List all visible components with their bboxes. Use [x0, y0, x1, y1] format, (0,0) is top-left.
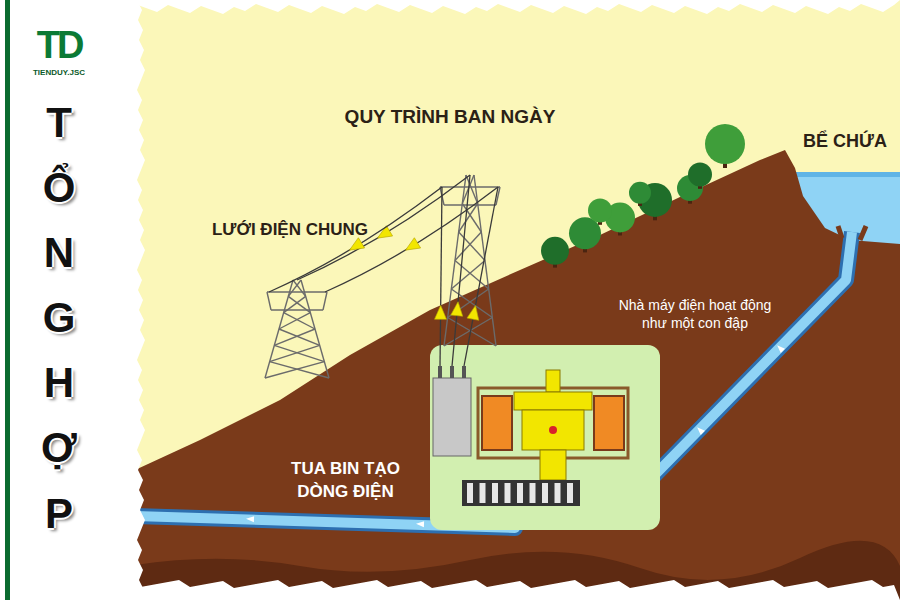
blade	[480, 483, 486, 503]
pylon-bar	[274, 345, 324, 361]
logo-mark: TD	[24, 26, 94, 64]
transformer	[433, 378, 471, 456]
power-wire	[325, 187, 498, 292]
shaft-top	[546, 370, 560, 392]
plant-note: Nhà máy điện hoạt động như một con đập	[612, 296, 778, 332]
logo-text: TIENDUY.JSC	[22, 68, 96, 77]
power-arrow	[346, 238, 364, 256]
pylon-bar	[459, 204, 478, 233]
bushing	[438, 366, 442, 378]
blade	[542, 483, 548, 503]
hill	[135, 150, 900, 600]
pylon-bar	[323, 292, 327, 310]
stator-frame	[478, 388, 628, 458]
pylon-bar	[267, 292, 271, 310]
torn-edge	[120, 0, 145, 600]
flow-arrow	[695, 425, 705, 435]
pylon	[265, 280, 329, 378]
feeder-wire	[452, 175, 470, 366]
turbine-blades	[467, 483, 573, 503]
grid-label: LƯỚI ĐIỆN CHUNG	[210, 220, 370, 240]
power-plant	[430, 345, 660, 530]
pylon-bar	[271, 309, 323, 310]
stator-right	[594, 396, 624, 450]
blade	[505, 483, 511, 503]
pylon-bar	[274, 329, 315, 345]
power-wire	[269, 187, 442, 292]
pylon-bar	[270, 362, 329, 378]
pylon-bar	[440, 186, 500, 187]
reservoir-label: BỂ CHỨA	[795, 131, 895, 152]
blade	[517, 483, 523, 503]
trees	[541, 124, 745, 268]
flow-arrow	[246, 516, 254, 522]
tree-crown	[541, 237, 569, 265]
pylon-bar	[265, 362, 324, 378]
pylon-bar	[455, 232, 481, 261]
pylon-bar	[444, 204, 496, 205]
pylon	[440, 175, 500, 346]
sky	[135, 0, 900, 600]
side-strip	[0, 0, 135, 600]
power-arrow	[435, 305, 447, 319]
side-title: TỔNG HỢP	[38, 90, 80, 546]
feeder-wire	[464, 187, 498, 366]
pylon-bar	[279, 313, 310, 329]
tree-crown	[629, 182, 651, 204]
torn-edge	[135, 580, 900, 600]
blade	[567, 483, 573, 503]
intake	[838, 226, 866, 240]
pylon-bar	[270, 345, 320, 361]
power-arrow	[467, 304, 481, 320]
plant-house	[430, 345, 660, 530]
tree-crown	[705, 124, 745, 164]
tree-crown	[569, 217, 601, 249]
flow-arrow	[775, 343, 785, 353]
power-arrow	[451, 301, 464, 316]
title: QUY TRÌNH BAN NGÀY	[330, 106, 570, 128]
power-arrow	[402, 238, 420, 256]
side-bar	[5, 0, 10, 600]
axis-dot	[549, 426, 557, 434]
feeder-wire	[440, 187, 442, 366]
stator-left	[482, 396, 512, 450]
rotor-arm	[514, 392, 592, 410]
pylon-bar	[279, 329, 320, 345]
pylon-bar	[267, 291, 327, 292]
tree-crown	[588, 198, 612, 222]
turbine-label: TUA BIN TẠO DÒNG ĐIỆN	[268, 458, 423, 504]
turbine	[462, 480, 580, 506]
bushing	[462, 366, 466, 378]
flow-arrow	[416, 521, 424, 527]
water-surface	[788, 172, 900, 177]
pylon-bar	[448, 289, 489, 318]
blade	[530, 483, 536, 503]
bushing	[450, 366, 454, 378]
deep-ground	[135, 541, 900, 600]
power-lines	[265, 175, 500, 378]
pylon-bar	[284, 313, 315, 329]
shaft	[540, 450, 566, 480]
blade	[492, 483, 498, 503]
rotor	[522, 410, 584, 450]
blade	[555, 483, 561, 503]
ragged-edges	[120, 0, 900, 600]
torn-edge	[135, 0, 900, 14]
blade	[467, 483, 473, 503]
tree-crown	[688, 162, 712, 186]
